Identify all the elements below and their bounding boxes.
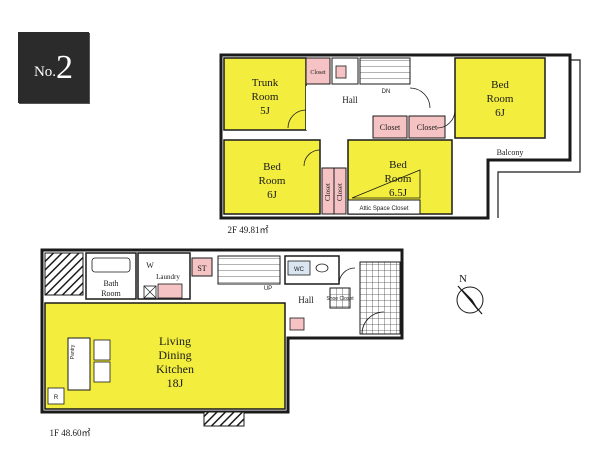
closet-small-label: Closet <box>310 70 326 76</box>
laundry-label: Laundry <box>156 273 180 281</box>
laundry-label-w: W <box>146 261 154 270</box>
bed-center-label-1: Bed <box>389 159 407 171</box>
1f-stair <box>217 255 281 285</box>
trunk-room-label-1: Trunk <box>252 77 279 89</box>
first-floor: Living Dining Kitchen 18J Bath Room W La… <box>40 248 404 438</box>
up-label: UP <box>264 286 272 292</box>
pantry-label: Pantry <box>70 344 76 359</box>
kitchen-counter <box>67 337 91 391</box>
store <box>191 257 213 277</box>
1f-area-label: 1F 48.60㎡ <box>49 428 90 438</box>
plan-number: 2 <box>56 48 74 86</box>
dn-label: DN <box>382 89 391 95</box>
bath-label-1: Bath <box>103 279 118 288</box>
door-arc-wc <box>338 267 356 285</box>
bed-lower-left-label-2: Room <box>259 175 286 187</box>
closet-top-2-inner <box>335 65 347 79</box>
bath-label-2: Room <box>101 289 121 298</box>
closet-2-label: Closet <box>417 123 438 132</box>
bed-upper-right-label-3: 6J <box>495 107 506 119</box>
closet-center-2 <box>408 115 446 139</box>
balcony-outline <box>497 59 581 218</box>
bathtub <box>91 257 131 273</box>
ldk-label-1: Living <box>159 334 191 348</box>
2f-area-label: 2F 49.81㎡ <box>227 225 268 235</box>
attic-closet <box>347 199 421 215</box>
bed-room-lower-left <box>223 139 321 215</box>
2f-stair <box>359 57 411 85</box>
wc-label: WC <box>294 267 305 273</box>
closet-vertical-2-label: Closet <box>336 183 344 201</box>
closet-center-1 <box>372 115 408 139</box>
trunk-room <box>223 57 307 131</box>
door-arc-bed-right <box>436 109 456 129</box>
door-arc-entrance <box>361 311 385 335</box>
bed-center-label-3: 6.5J <box>389 187 408 199</box>
bed-lower-left-label-3: 6J <box>267 189 278 201</box>
toilet <box>315 263 329 273</box>
wc-pink <box>287 260 311 276</box>
plan-number-prefix: No. <box>33 64 57 80</box>
shoe-closet-label: Shoe Closet <box>326 296 354 302</box>
1f-hall-label: Hall <box>298 295 314 305</box>
refrigerator <box>47 387 65 405</box>
kitchen-stove <box>93 361 111 383</box>
north-compass: N <box>456 273 484 315</box>
1f-outer-wall <box>40 248 404 414</box>
compass-north-label: N <box>459 273 467 285</box>
1f-small-store <box>289 317 305 331</box>
trunk-room-label-3: 5J <box>260 105 271 117</box>
bed-upper-right-label-1: Bed <box>491 79 509 91</box>
bed-room-upper-right <box>454 57 546 139</box>
plan-number-badge: No. 2 <box>18 32 89 103</box>
door-arc-trunk <box>287 109 307 129</box>
ldk-label-2: Dining <box>158 348 191 362</box>
laundry-pink <box>157 283 183 299</box>
2f-outer-wall <box>219 53 572 220</box>
ldk-label-3: Kitchen <box>156 362 194 376</box>
refrigerator-label: R <box>54 395 59 401</box>
shoe-closet <box>329 287 351 309</box>
door-arc-hall <box>409 87 431 109</box>
2f-hall-label: Hall <box>342 95 358 105</box>
balcony-label: Balcony <box>497 148 524 157</box>
closet-top-1 <box>305 57 331 85</box>
closet-1-label: Closet <box>380 123 401 132</box>
store-label: ST <box>197 264 206 273</box>
trunk-room-label-2: Room <box>252 91 279 103</box>
bed-lower-left-label-1: Bed <box>263 161 281 173</box>
kitchen-sink <box>93 339 111 361</box>
second-floor: Trunk Room 5J Bed Room 6J Bed Room 6J Be… <box>219 53 581 235</box>
bed-upper-right-label-2: Room <box>487 93 514 105</box>
closet-vertical-1-label: Closet <box>324 183 332 201</box>
attic-closet-label: Attic Space Closet <box>359 206 408 212</box>
closet-vertical-2 <box>333 167 347 215</box>
door-arc-bed-left <box>303 149 321 167</box>
1f-hatched-area <box>44 252 84 296</box>
attic-triangle <box>351 169 421 199</box>
1f-window-hatch <box>203 411 245 427</box>
compass-circle-icon <box>456 286 484 314</box>
ldk-label-4: 18J <box>167 376 184 390</box>
bed-center-label-2: Room <box>385 173 412 185</box>
entrance-tiles <box>359 261 401 335</box>
